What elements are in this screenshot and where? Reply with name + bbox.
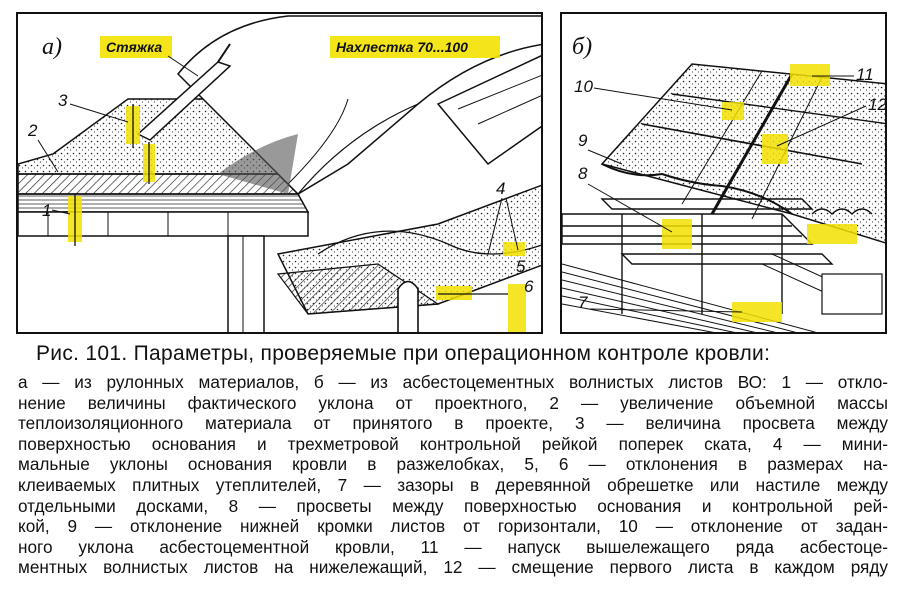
callout-8: 8 [578, 164, 588, 183]
panel-a-label: а) [42, 34, 62, 60]
callout-10: 10 [574, 77, 593, 96]
tag-screed-bg [100, 36, 172, 58]
caption-line: клеиваемых плитных утеплителей, 7 — зазо… [18, 474, 888, 495]
tag-screed: Стяжка [106, 39, 162, 55]
callout-12: 12 [868, 95, 887, 114]
caption-line: мальные уклоны основания кровли в разжел… [18, 454, 888, 475]
caption-line: теплоизоляционного материала от принятог… [18, 413, 888, 434]
caption-line: отдельными досками, 8 — просветы между п… [18, 495, 888, 516]
caption-line: кой, 9 — отклонение нижней кромки листов… [18, 516, 888, 537]
panel-b-label: б) [572, 34, 592, 60]
callout-7: 7 [578, 293, 588, 312]
callout-11: 11 [856, 65, 874, 84]
caption-line: ного уклона асбестоцементной кровли, 11 … [18, 536, 888, 557]
figure-panel-a: Стяжка Нахлестка 70...100 а) 1 2 3 4 5 6 [16, 12, 543, 334]
caption-line: нение величины фактического уклона от пр… [18, 392, 888, 413]
caption-line: ментных волнистых листов на нижележащий,… [18, 557, 888, 578]
callout-4: 4 [496, 179, 505, 198]
tag-overlap-bg [330, 36, 500, 58]
figure-caption: а — из рулонных материалов, б — из асбес… [18, 372, 888, 578]
callout-2: 2 [27, 121, 38, 140]
figure-title: Рис. 101. Параметры, проверяемые при опе… [36, 342, 771, 365]
caption-line: а — из рулонных материалов, б — из асбес… [18, 372, 888, 392]
roll-roof-drawing: Стяжка Нахлестка 70...100 а) 1 2 3 4 5 6 [18, 15, 541, 332]
callout-5: 5 [516, 257, 526, 276]
caption-line: поверхностью основания и трехметровой ко… [18, 433, 888, 454]
tag-overlap: Нахлестка 70...100 [336, 39, 468, 55]
callout-1: 1 [42, 201, 51, 220]
figure-panel-b: б) 10 11 12 9 8 7 [560, 12, 887, 334]
callout-3: 3 [58, 91, 68, 110]
callout-9: 9 [578, 131, 588, 150]
asbestos-roof-drawing: б) 10 11 12 9 8 7 [562, 34, 887, 332]
callout-6: 6 [524, 277, 534, 296]
